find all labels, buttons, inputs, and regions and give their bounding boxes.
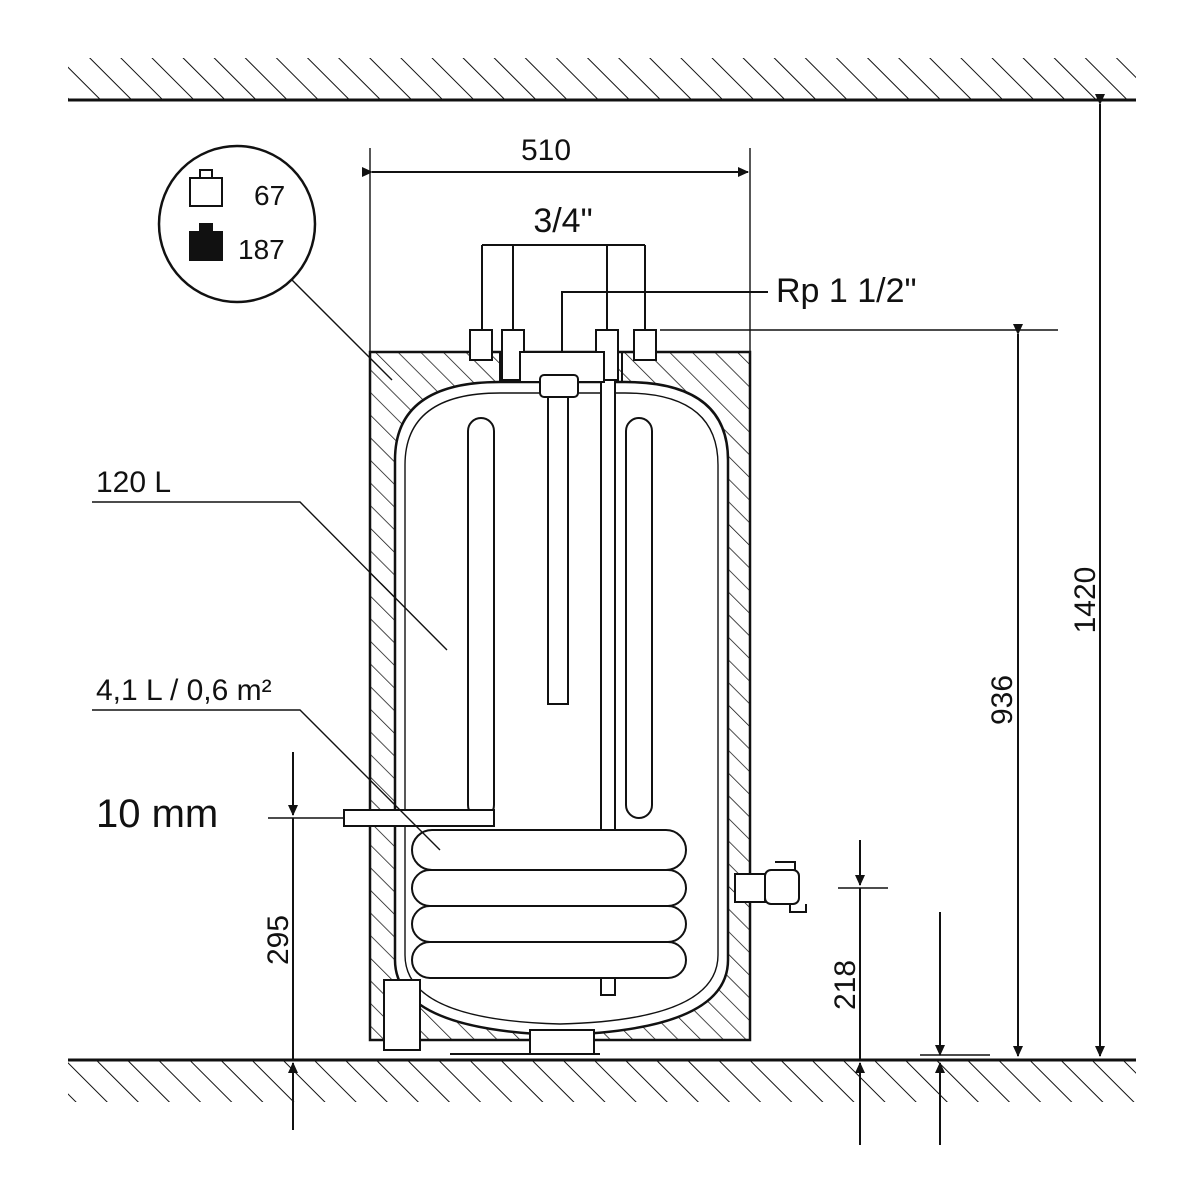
empty-weight-icon [189, 169, 223, 207]
empty-weight-value: 67 [254, 180, 285, 211]
bottom-housing [383, 979, 600, 1055]
ceiling [68, 58, 1136, 102]
total-height-dimension: 1420 [1069, 94, 1105, 1057]
center-connection-label: Rp 1 1/2" [776, 272, 917, 310]
coil-pipe-label: 10 mm [96, 792, 218, 836]
tank-volume-label: 120 L [96, 466, 171, 499]
top-fittings-label: 3/4" [533, 202, 592, 240]
full-weight-value: 187 [238, 234, 285, 265]
tank-volume-callout: 120 L [92, 466, 448, 651]
full-weight-icon [189, 223, 223, 261]
heating-coil [343, 809, 687, 979]
coil-height-dimension: 295 10 mm [96, 752, 344, 1130]
floor [68, 1058, 1136, 1102]
top-connections [469, 244, 768, 398]
width-dimension: 510 [362, 134, 751, 352]
connection-height-label: 936 [986, 675, 1019, 725]
coil-height-label: 295 [262, 915, 295, 965]
connection-height-dimension: 936 [660, 324, 1058, 1057]
weight-badge: 67 187 [157, 144, 393, 381]
coil-capacity-label: 4,1 L / 0,6 m² [96, 674, 272, 707]
internal-tubes [467, 379, 653, 996]
coil-callout: 4,1 L / 0,6 m² [92, 674, 441, 851]
drain-height-label: 218 [829, 960, 862, 1010]
drain-valve [734, 861, 807, 913]
drain-height-dimension: 218 [829, 840, 990, 1145]
total-height-label: 1420 [1069, 567, 1102, 634]
width-label: 510 [521, 134, 571, 167]
